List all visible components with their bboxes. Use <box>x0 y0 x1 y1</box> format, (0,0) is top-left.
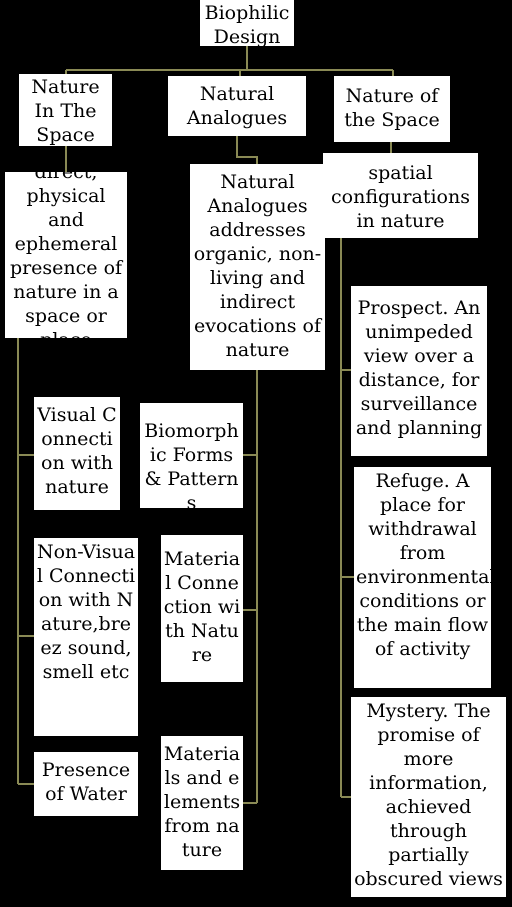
description-nature-in-the-space-text: direct, physical and ephemeral presence … <box>9 172 123 338</box>
description-nature-of-the-space: spatial configurations in nature <box>323 153 478 238</box>
branch-nature-of-the-space: Nature of the Space <box>334 76 450 142</box>
root-node: Biophilic Design <box>200 0 294 46</box>
branch-nature-in-the-space: Nature In The Space <box>19 74 112 146</box>
item-mystery: Mystery. The promise of more information… <box>351 697 506 897</box>
item-biomorphic-forms: Biomorphic Forms & Patterns <box>140 403 243 508</box>
item-presence-of-water: Presence of Water <box>34 752 138 816</box>
item-material-connection: Material Connection with Nature <box>161 535 243 682</box>
description-nature-in-the-space: direct, physical and ephemeral presence … <box>5 172 127 338</box>
item-prospect: Prospect. An unimpeded view over a dista… <box>351 286 487 456</box>
item-non-visual-connection: Non-Visual Connection with Nature,breez … <box>34 538 138 736</box>
item-visual-connection: Visual Connection with nature <box>34 397 120 510</box>
item-refuge: Refuge. A place for withdrawal from envi… <box>354 467 491 688</box>
description-natural-analogues: Natural Analogues addresses organic, non… <box>190 164 325 370</box>
item-materials-and-elements: Materials and elements from nature <box>161 736 243 870</box>
branch-natural-analogues: Natural Analogues <box>168 76 306 136</box>
